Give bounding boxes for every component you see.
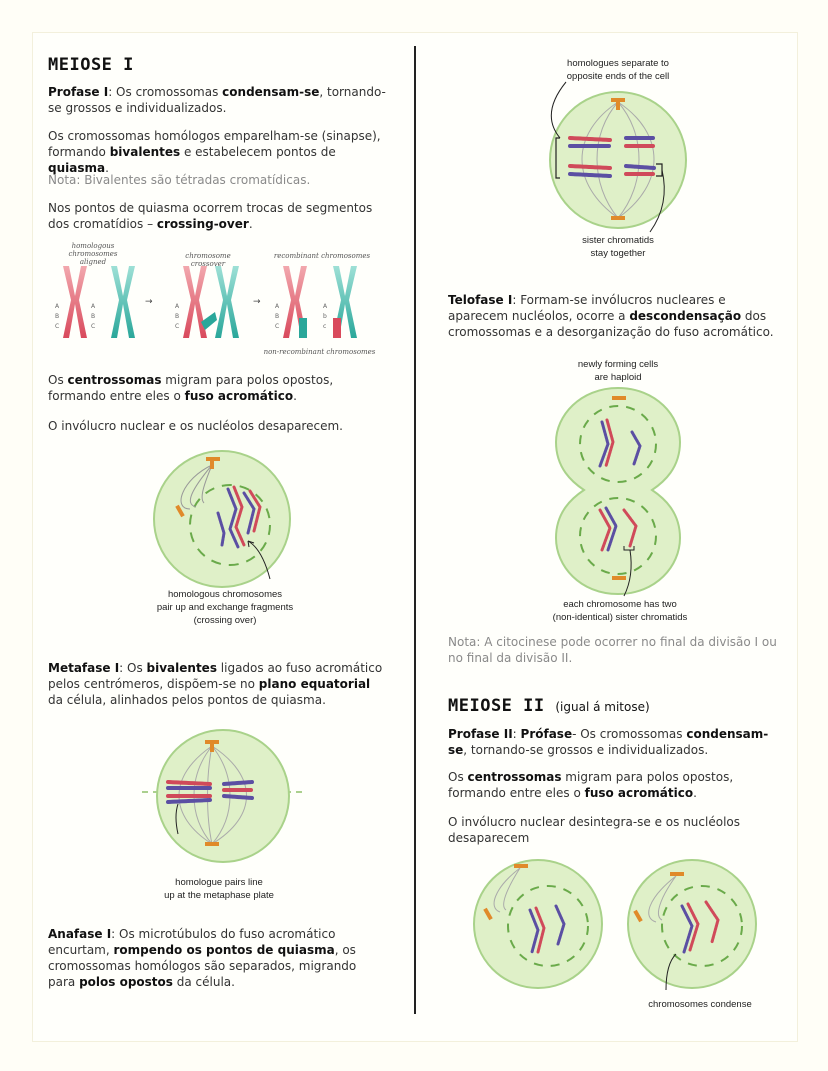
prophase2-text: Profase II: Prófase- Os cromossomas cond…	[448, 727, 769, 757]
label-recombinant: recombinant chromosomes	[273, 252, 371, 260]
anaphase1-cell	[549, 81, 687, 233]
note-cytokinesis: Nota: A citocinese pode ocorrer no final…	[448, 635, 777, 665]
svg-text:B: B	[175, 313, 179, 320]
svg-text:b: b	[323, 313, 327, 320]
anaphase1-text: Anafase I: Os microtúbulos do fuso acrom…	[48, 927, 357, 989]
metaphase1-cell	[142, 729, 304, 863]
svg-text:B: B	[55, 313, 59, 320]
svg-text:A: A	[275, 303, 280, 310]
svg-text:c: c	[323, 323, 326, 330]
telophase1-cells	[554, 386, 682, 597]
svg-text:A: A	[323, 303, 328, 310]
chromosome-teal-2	[215, 266, 239, 338]
column-divider	[414, 46, 416, 1014]
svg-text:B: B	[91, 313, 95, 320]
metaphase1-text: Metafase I: Os bivalentes ligados ao fus…	[48, 661, 383, 707]
svg-text:C: C	[55, 323, 59, 330]
crossing-text: Nos pontos de quiasma ocorrem trocas de …	[48, 201, 373, 231]
envelope2-text: O invólucro nuclear desintegra-se e os n…	[448, 815, 740, 845]
svg-text:B: B	[275, 313, 279, 320]
chromosome-teal-3	[333, 266, 357, 338]
prophase2-cells	[473, 859, 757, 991]
meiose2-title: MEIOSE II (igual á mitose)	[448, 696, 650, 716]
prophase1-cell	[153, 450, 291, 588]
svg-text:→: →	[253, 297, 261, 307]
prophase1-text: Profase I: Os cromossomas condensam-se, …	[48, 85, 386, 115]
chromosome-teal-1	[111, 266, 135, 338]
centrosomes2-text: Os centrossomas migram para polos oposto…	[448, 770, 734, 800]
svg-text:C: C	[275, 323, 279, 330]
envelope-text: O invólucro nuclear e os nucléolos desap…	[48, 419, 343, 433]
synapse-text: Os cromossomas homólogos emparelham-se (…	[48, 129, 381, 175]
chromosome-red-3	[283, 266, 307, 338]
centrosomes-text: Os centrossomas migram para polos oposto…	[48, 373, 334, 403]
label-nonrecombinant: non-recombinant chromosomes	[263, 348, 376, 356]
meiose1-title: MEIOSE I	[48, 55, 134, 75]
svg-text:A: A	[91, 303, 96, 310]
label-crossover: chromosome crossover	[185, 252, 231, 268]
svg-text:C: C	[175, 323, 179, 330]
label-aligned: homologous chromosomes aligned	[68, 242, 118, 266]
svg-text:A: A	[55, 303, 60, 310]
caption-each-chromosome: each chromosome has two(non-identical) s…	[552, 599, 688, 623]
svg-text:→: →	[145, 297, 153, 307]
note-bivalents: Nota: Bivalentes são tétradas cromatídic…	[48, 173, 311, 187]
crossover-diagram: → → ABC ABC ABC ABC Abc	[55, 266, 357, 338]
svg-text:A: A	[175, 303, 180, 310]
chromosome-red-1	[63, 266, 87, 338]
chromosome-red-2	[183, 266, 207, 338]
telophase1-text: Telofase I: Formam-se invólucros nuclear…	[448, 293, 774, 339]
caption-condense: chromosomes condense	[648, 999, 752, 1010]
svg-text:C: C	[91, 323, 95, 330]
